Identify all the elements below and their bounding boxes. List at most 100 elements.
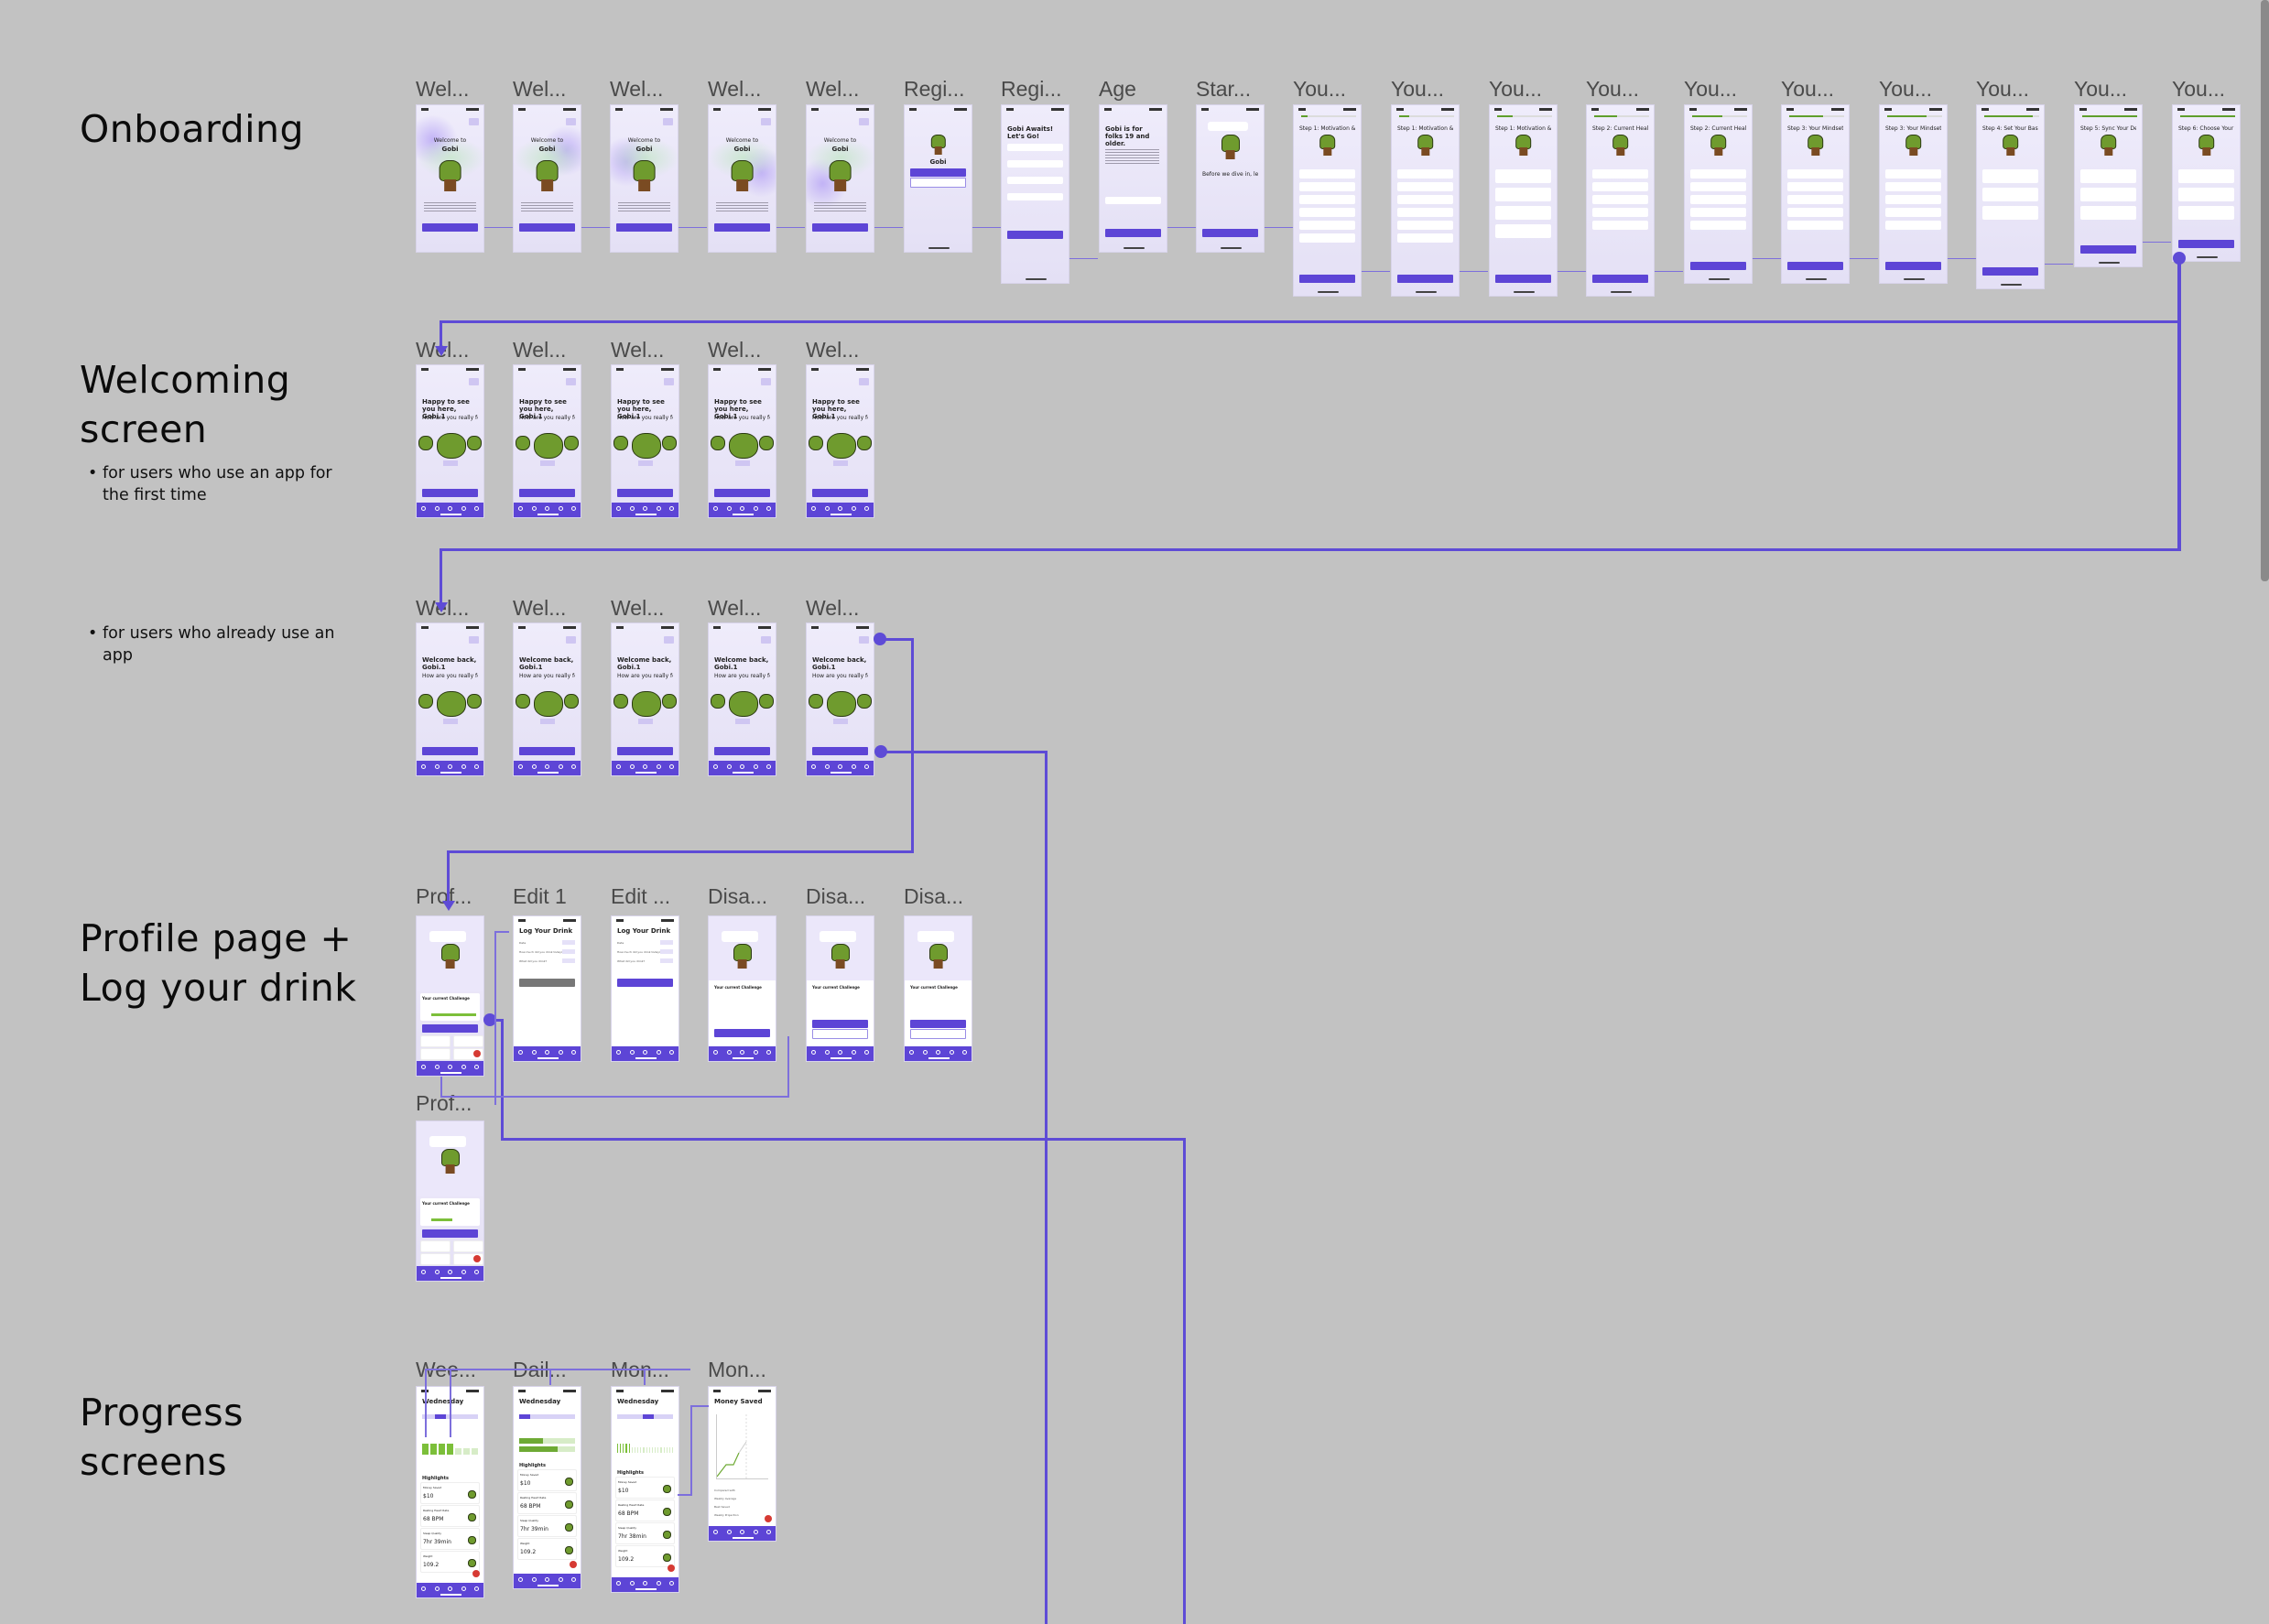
home-icon[interactable]	[421, 764, 426, 769]
option-item[interactable]: My finances	[1885, 182, 1941, 191]
challenge-card[interactable]: Your current Challenge	[908, 982, 968, 1004]
primary-button[interactable]: Add Reflections	[519, 489, 575, 497]
home-icon[interactable]	[909, 1050, 914, 1055]
option-item[interactable]: Sleep is worse	[1690, 208, 1746, 217]
option-item[interactable]: Tough Love Buddy	[1495, 206, 1551, 220]
chart-icon[interactable]	[726, 1050, 732, 1055]
primary-button[interactable]: Next	[1690, 262, 1746, 270]
manage-challenge-button[interactable]	[422, 1229, 478, 1238]
frame-label[interactable]: Disa...	[904, 884, 964, 908]
frame-label[interactable]: Disa...	[708, 884, 768, 908]
onboarding-screen[interactable]: Welcome toGobiNext	[708, 104, 776, 253]
option-item[interactable]: A Chill Friend	[1495, 224, 1551, 238]
active-period-tab[interactable]	[519, 1414, 530, 1419]
frame-label[interactable]: Mon...	[708, 1358, 766, 1381]
text-field[interactable]	[1007, 177, 1063, 184]
frame-label[interactable]: Disa...	[806, 884, 866, 908]
primary-button[interactable]: No, I'll Continue	[910, 1020, 966, 1028]
skip-button[interactable]	[469, 378, 479, 385]
option-item[interactable]: I want to cut back or quit drinking	[1299, 169, 1355, 179]
primary-button[interactable]: Next	[2080, 245, 2136, 254]
dropdown-select[interactable]	[562, 940, 575, 945]
trophy-icon[interactable]	[545, 1050, 549, 1055]
home-icon[interactable]	[421, 506, 426, 511]
primary-button[interactable]: Start Questionnaire	[1202, 229, 1258, 237]
bottom-tab-bar[interactable]	[514, 761, 581, 775]
home-icon[interactable]	[421, 1586, 426, 1591]
bottom-tab-bar[interactable]	[709, 1046, 776, 1061]
option-item[interactable]: Monthly Alcohol Spending	[1982, 169, 2038, 183]
frame-label[interactable]: You...	[1879, 77, 1932, 101]
profile-screen[interactable]: Your current ChallengeContinue AnywayRes…	[806, 915, 874, 1062]
skip-button[interactable]	[469, 118, 479, 125]
bottom-tab-bar[interactable]	[905, 1046, 972, 1061]
onboarding-screen[interactable]: Step 5: Sync Your Device (optional)Conne…	[2074, 104, 2143, 267]
active-period-tab[interactable]	[643, 1414, 654, 1419]
highlight-card[interactable]: Money Saved$10	[615, 1477, 675, 1499]
journal-icon[interactable]	[864, 1050, 869, 1055]
frame-label[interactable]: Wel...	[611, 338, 665, 362]
onboarding-screen[interactable]: Step 1: Motivation & GoalsI want to cut …	[1293, 104, 1362, 297]
bottom-tab-bar[interactable]	[612, 761, 679, 775]
dropdown-select[interactable]	[660, 949, 673, 954]
journal-icon[interactable]	[669, 506, 674, 511]
trophy-icon[interactable]	[448, 764, 452, 769]
primary-button[interactable]: Next	[1787, 262, 1843, 270]
connector-start-dot[interactable]	[2173, 252, 2186, 265]
chat-icon[interactable]	[656, 1581, 661, 1586]
log-drink-button[interactable]: Log my drink	[519, 979, 575, 987]
journal-icon[interactable]	[669, 1050, 674, 1055]
frame-label[interactable]: Age	[1099, 77, 1136, 101]
emergency-button[interactable]	[473, 1255, 481, 1262]
journal-icon[interactable]	[571, 1577, 576, 1582]
trophy-icon[interactable]	[643, 1050, 647, 1055]
option-item[interactable]: Curious but unsure	[1397, 182, 1453, 191]
onboarding-screen[interactable]: Step 3: Your Mindset & LifestyleSocial p…	[1781, 104, 1850, 284]
onboarding-screen[interactable]: Step 4: Set Your BaselineMonthly Alcohol…	[1976, 104, 2045, 289]
trophy-icon[interactable]	[838, 1050, 842, 1055]
onboarding-screen[interactable]: Step 1: Motivation & GoalsHype CoachWise…	[1489, 104, 1558, 297]
home-icon[interactable]	[518, 1577, 523, 1582]
bottom-tab-bar[interactable]	[709, 1526, 776, 1541]
onboarding-screen[interactable]: Step 1: Motivation & GoalsJust browsingC…	[1391, 104, 1460, 297]
journal-icon[interactable]	[766, 1050, 771, 1055]
highlight-card[interactable]: Money Saved$10	[517, 1469, 577, 1491]
frame-label[interactable]: Wel...	[416, 77, 470, 101]
trophy-icon[interactable]	[545, 764, 549, 769]
chart-icon[interactable]	[434, 1065, 440, 1069]
bottom-tab-bar[interactable]	[514, 1574, 581, 1588]
chart-icon[interactable]	[434, 506, 440, 511]
journal-icon[interactable]	[571, 764, 576, 769]
primary-button[interactable]: Add Reflections	[422, 747, 478, 755]
goblin-face-icon[interactable]	[827, 691, 856, 717]
chat-icon[interactable]	[851, 764, 856, 769]
goblin-face-icon[interactable]	[534, 691, 563, 717]
option-item[interactable]: Daily	[1592, 169, 1648, 179]
log-row[interactable]: How much did you drink today?	[519, 950, 563, 954]
dropdown-select[interactable]	[660, 958, 673, 963]
journal-icon[interactable]	[571, 506, 576, 511]
home-icon[interactable]	[713, 764, 718, 769]
onboarding-screen[interactable]: Welcome toGobiNext	[416, 104, 484, 253]
primary-button[interactable]: Next	[1397, 275, 1453, 283]
bottom-tab-bar[interactable]	[612, 503, 679, 517]
chat-icon[interactable]	[558, 506, 563, 511]
frame-label[interactable]: Wel...	[513, 338, 567, 362]
bottom-tab-bar[interactable]	[807, 1046, 874, 1061]
skip-button[interactable]	[664, 378, 674, 385]
bottom-tab-bar[interactable]	[807, 503, 874, 517]
bottom-tab-bar[interactable]	[612, 1577, 679, 1592]
onboarding-screen[interactable]: Step 3: Your Mindset & LifestyleMy healt…	[1879, 104, 1948, 284]
chat-icon[interactable]	[461, 1065, 466, 1069]
journal-icon[interactable]	[962, 1050, 967, 1055]
frame-label[interactable]: Regi...	[904, 77, 965, 101]
skip-button[interactable]	[859, 378, 869, 385]
